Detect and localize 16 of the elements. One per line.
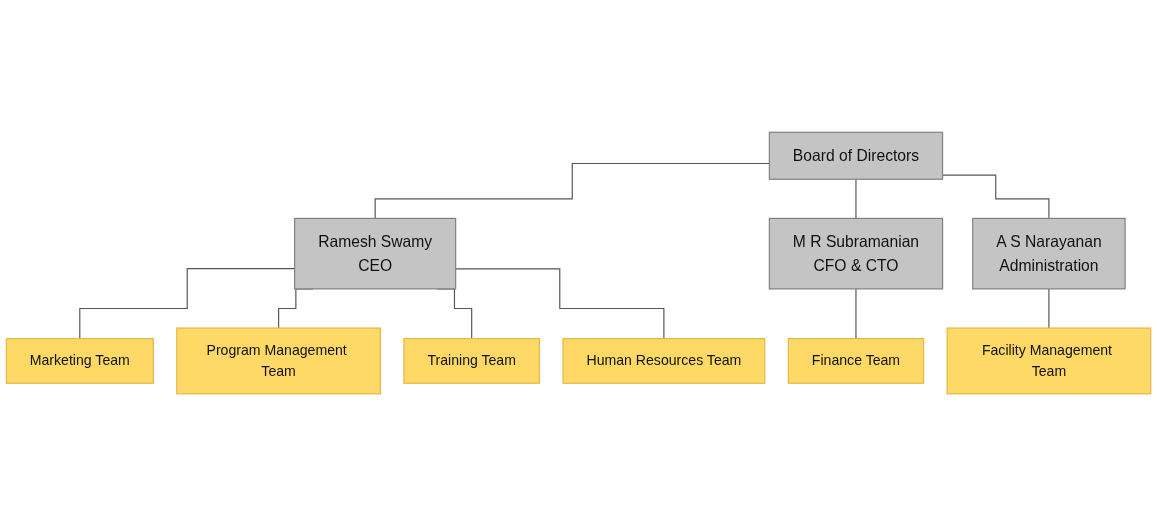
connector xyxy=(1048,288,1050,329)
connector xyxy=(455,268,665,340)
node-box: Marketing Team xyxy=(5,338,154,384)
connector xyxy=(942,174,1050,219)
connector xyxy=(374,162,770,219)
node-box: Finance Team xyxy=(787,338,925,384)
connector xyxy=(855,178,857,219)
node-box: Training Team xyxy=(403,338,541,384)
node-box: Ramesh Swamy CEO xyxy=(294,217,457,290)
node-box: Human Resources Team xyxy=(562,338,766,384)
node-box: M R Subramanian CFO & CTO xyxy=(768,217,944,290)
connector xyxy=(855,288,857,340)
node-box: A S Narayanan Administration xyxy=(972,217,1126,290)
node-box: Program Management Team xyxy=(176,327,381,395)
node-box: Board of Directors xyxy=(768,131,944,180)
node-box: Facility Management Team xyxy=(946,327,1152,395)
